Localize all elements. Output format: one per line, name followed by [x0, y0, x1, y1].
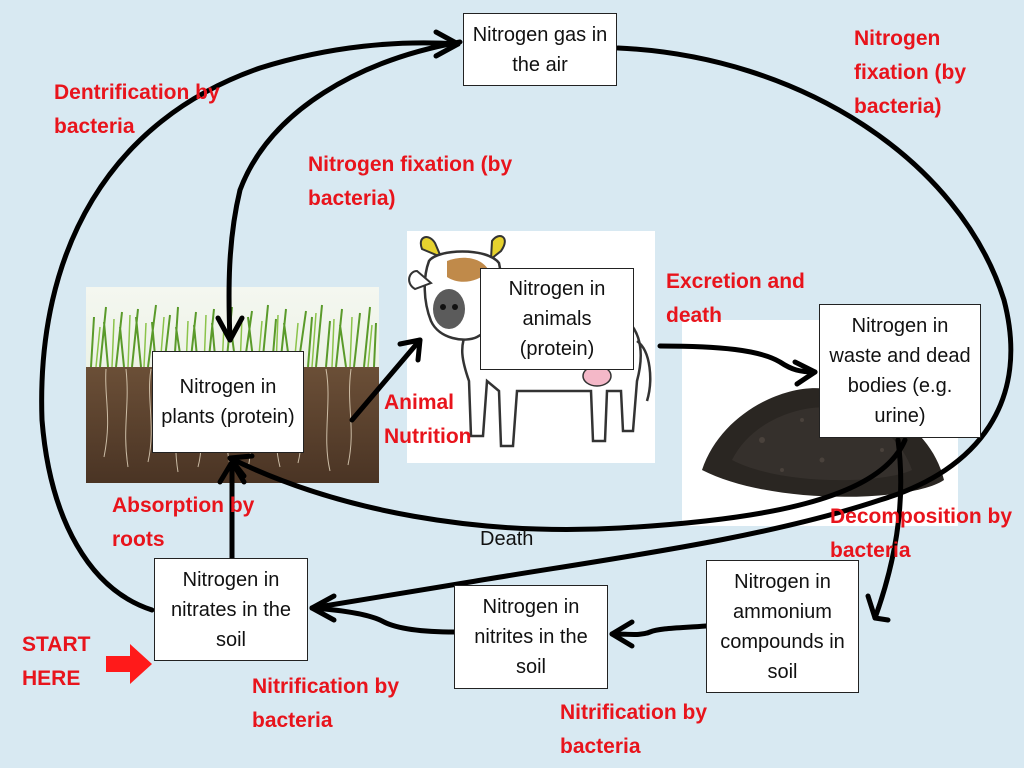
fixation-center-arrow — [226, 39, 463, 343]
animal-nutrition-arrow — [349, 337, 423, 423]
label-nitrification-left: Nitrification by bacteria — [252, 675, 400, 732]
box-nitrogen-waste: Nitrogen in waste and dead bodies (e.g. … — [819, 304, 981, 438]
box-nitrogen-air: Nitrogen gas in the air — [463, 13, 617, 86]
fixation-right-arrow — [309, 45, 1014, 611]
label-animal-nutrition: Animal Nutrition — [384, 391, 472, 448]
label-denitrification: Dentrification by bacteria — [54, 81, 220, 138]
box-nitrogen-nitrites: Nitrogen in nitrites in the soil — [454, 585, 608, 689]
box-nitrogen-nitrates: Nitrogen in nitrates in the soil — [154, 558, 308, 661]
box-nitrogen-ammonium: Nitrogen in ammonium compounds in soil — [706, 560, 859, 693]
death-arrow — [227, 437, 908, 532]
box-nitrogen-animals: Nitrogen in animals (protein) — [480, 268, 634, 370]
label-fixation-center: Nitrogen fixation (by bacteria) — [308, 153, 513, 210]
start-arrow-icon — [106, 644, 152, 684]
nitrification-left-arrow — [309, 605, 458, 635]
nitrification-right-arrow — [609, 623, 709, 637]
decomposition-arrow — [872, 437, 904, 621]
label-excretion: Excretion and death — [666, 270, 805, 327]
label-death: Death — [480, 528, 534, 550]
denitrification-arrow — [39, 40, 461, 613]
box-nitrogen-plants: Nitrogen in plants (protein) — [152, 351, 304, 453]
label-start-here: START HERE — [22, 633, 91, 690]
label-nitrification-right: Nitrification by bacteria — [560, 701, 708, 758]
label-decomposition: Decomposition by bacteria — [830, 505, 1013, 562]
label-fixation-right: Nitrogen fixation (by bacteria) — [854, 27, 967, 118]
label-absorption: Absorption by roots — [112, 494, 255, 551]
excretion-arrow — [657, 343, 818, 375]
